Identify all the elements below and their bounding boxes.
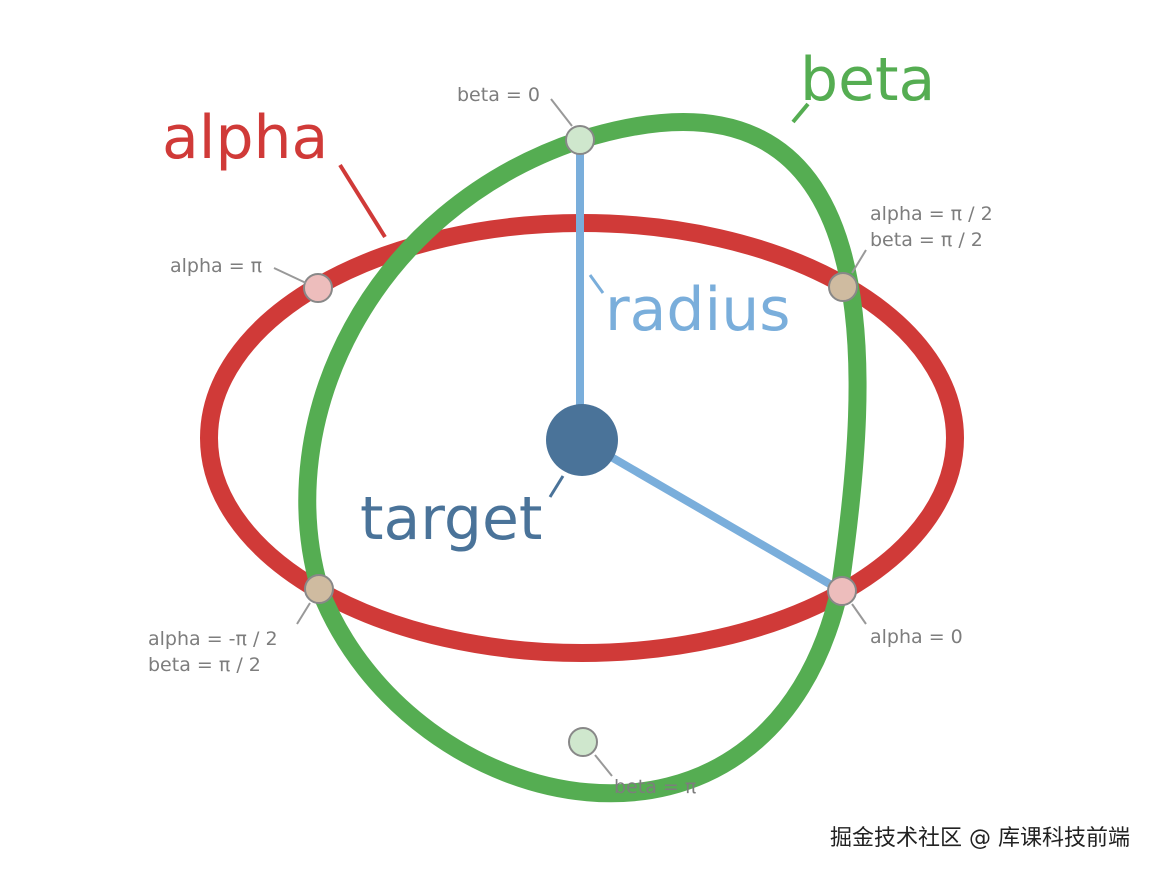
beta-label: beta [800, 45, 935, 115]
beta-pi-leader [594, 754, 613, 777]
marker-beta-0 [565, 125, 595, 155]
alpha-0-leader [851, 603, 867, 625]
beta-leader [791, 102, 810, 124]
radius-label: radius [605, 275, 790, 345]
beta-pi2-b-annotation: beta = π / 2 [148, 654, 261, 676]
beta-0-leader [550, 98, 573, 127]
beta-orbit [298, 113, 867, 803]
alpha-pi2-annotation: alpha = π / 2 [870, 203, 993, 225]
alpha-pi2-leader [851, 249, 867, 274]
alpha-label: alpha [162, 103, 328, 173]
alpha-leader [338, 163, 387, 239]
marker-alpha-pi [303, 273, 333, 303]
radius-leader [588, 274, 605, 294]
beta-pi-annotation: beta = π [614, 776, 696, 798]
alpha-0-annotation: alpha = 0 [870, 626, 963, 648]
target-dot [546, 404, 618, 476]
alpha-neg-pi2-leader [296, 602, 311, 625]
marker-alpha-beta-pi2 [828, 272, 858, 302]
target-label: target [360, 484, 542, 554]
alpha-neg-pi2-annotation: alpha = -π / 2 [148, 628, 278, 650]
marker-alpha-0 [827, 576, 857, 606]
beta-0-annotation: beta = 0 [457, 84, 540, 106]
alpha-pi-annotation: alpha = π [170, 255, 262, 277]
alpha-pi-leader [273, 267, 307, 284]
radius-line-diagonal [579, 436, 843, 594]
marker-beta-pi [568, 727, 598, 757]
watermark-text: 掘金技术社区 @ 库课科技前端 [830, 826, 1130, 851]
beta-pi2-annotation: beta = π / 2 [870, 229, 983, 251]
target-leader [548, 475, 565, 498]
marker-alpha-neg-pi2 [304, 574, 334, 604]
